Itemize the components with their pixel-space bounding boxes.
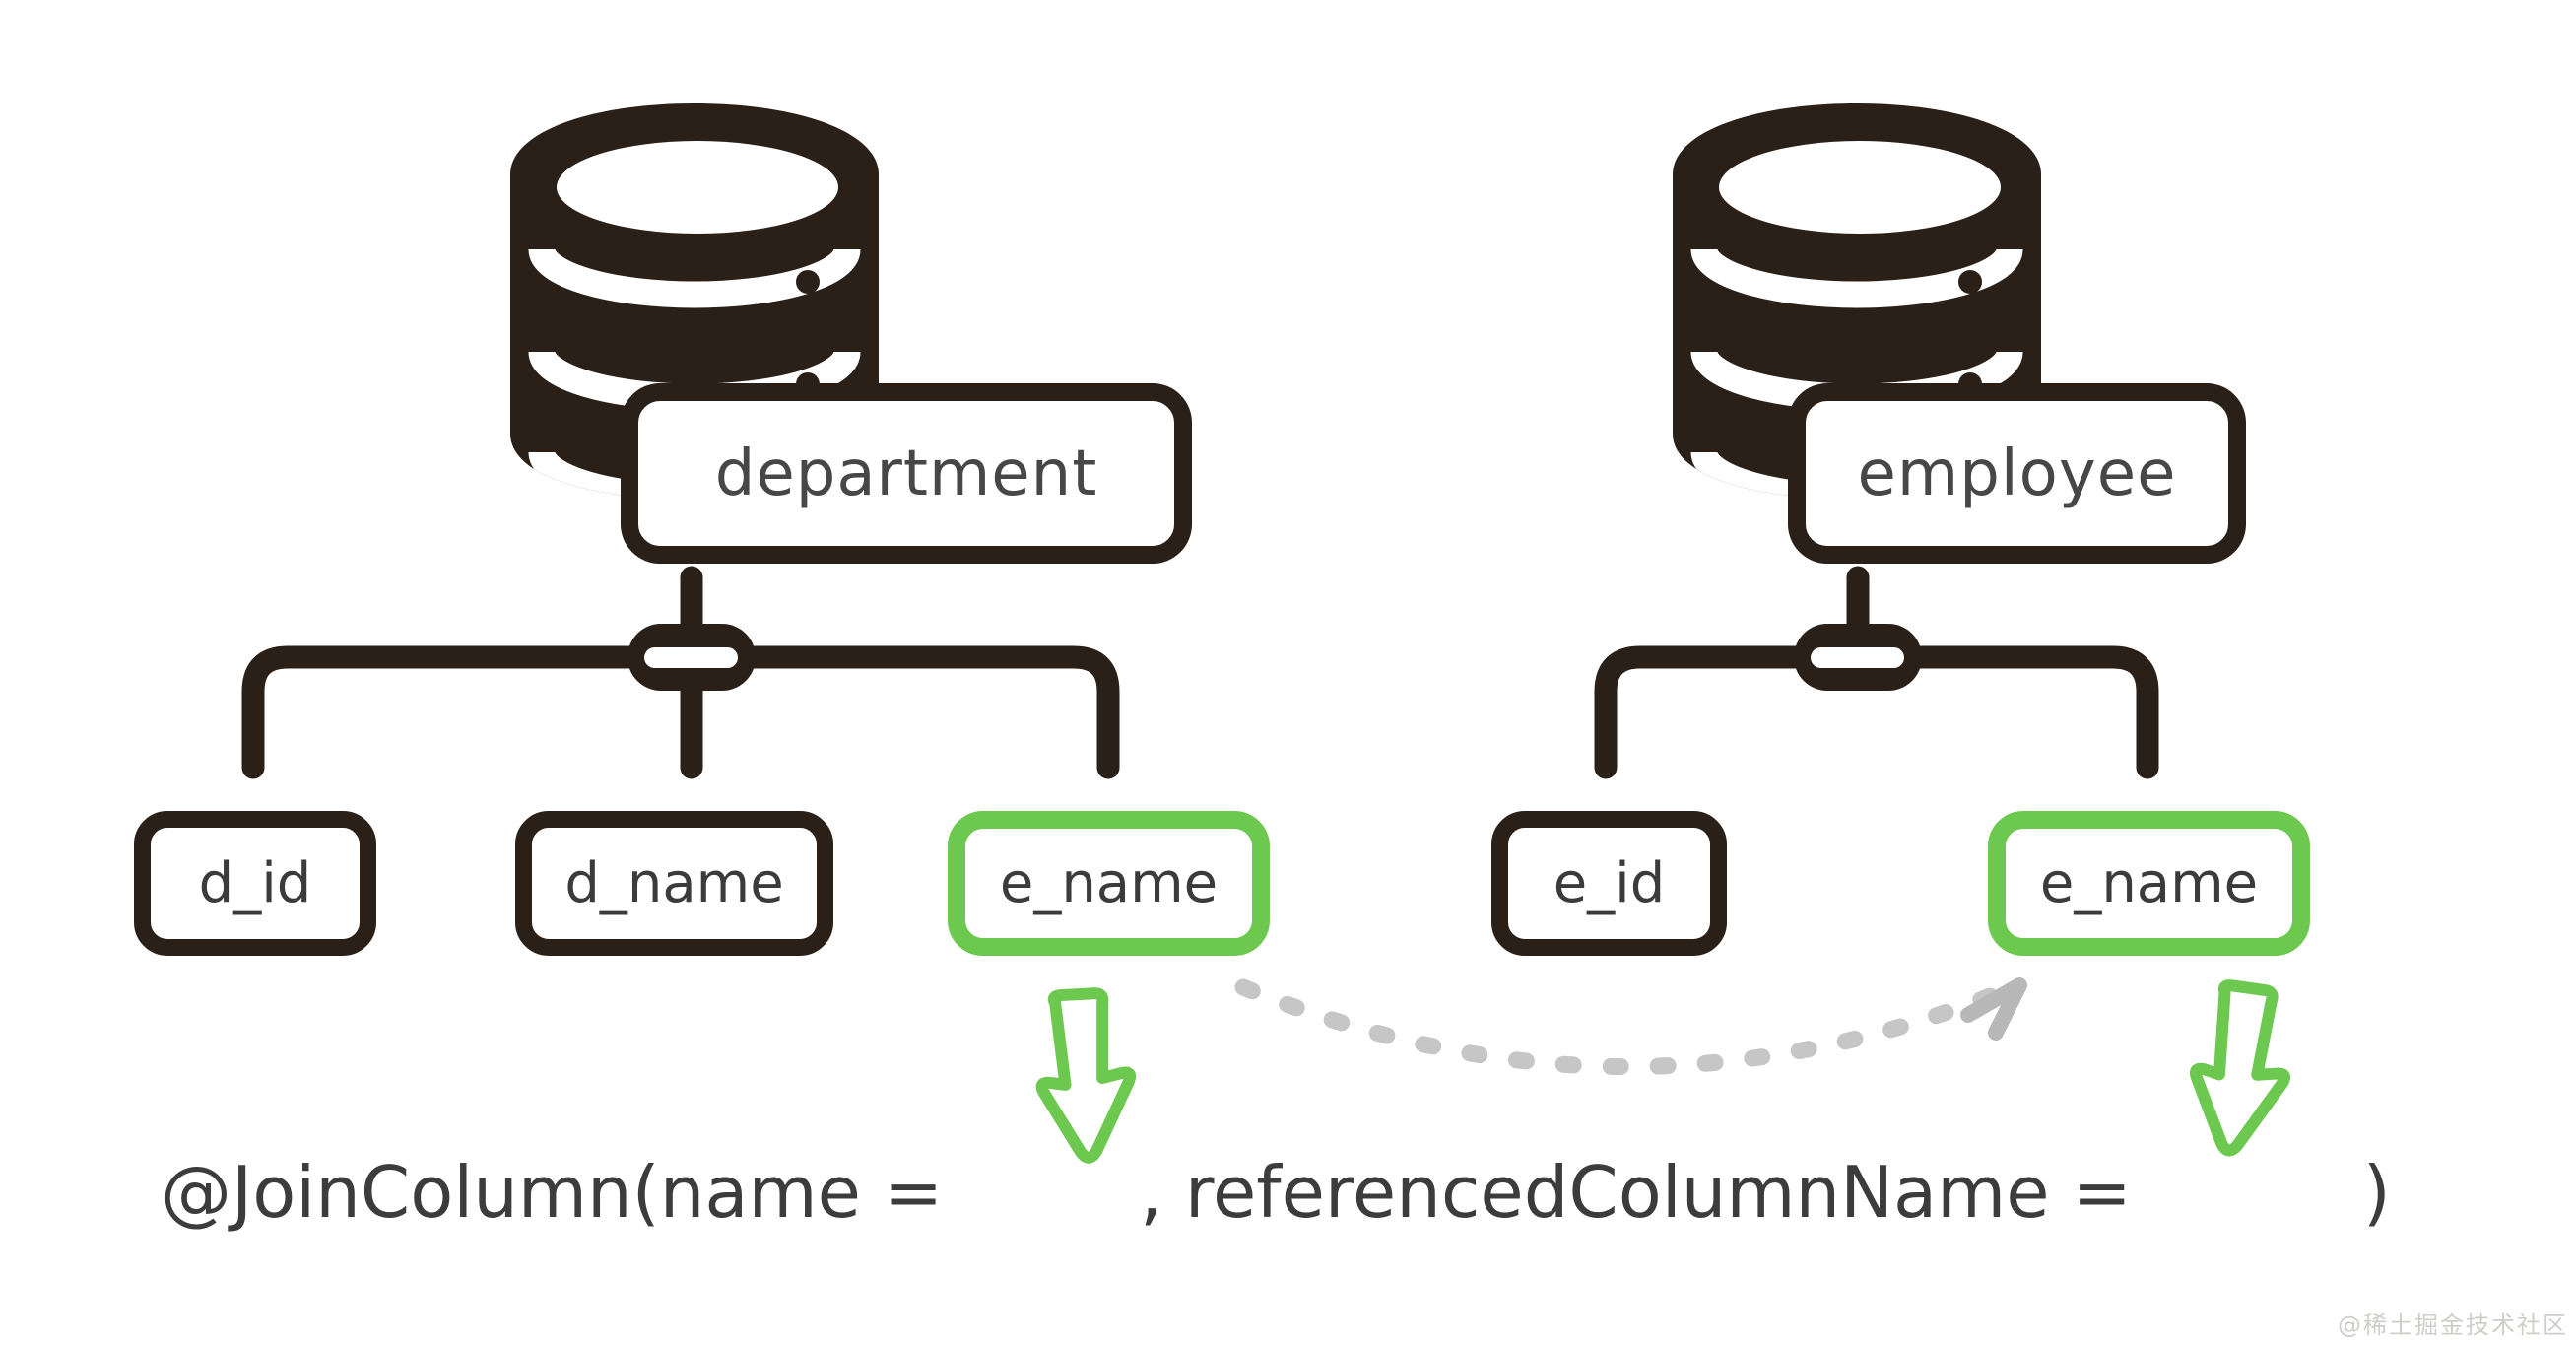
table-name: employee (1857, 437, 2177, 510)
tree-connector-department (241, 566, 1120, 779)
tree-connector-employee (1594, 566, 2159, 779)
down-arrow-icon-right (2186, 982, 2296, 1157)
table-label-employee: employee (1788, 383, 2246, 564)
column-box-e-id: e_id (1491, 811, 1727, 956)
watermark: @稀土掘金技术社区 (2338, 1312, 2568, 1339)
column-box-d-name: d_name (515, 811, 833, 956)
column-label: d_name (564, 851, 784, 915)
annotation-close-paren: ) (2362, 1151, 2391, 1234)
column-box-e-name-foreign: e_name (948, 811, 1270, 956)
column-label: d_id (198, 851, 312, 915)
column-box-e-name-referenced: e_name (1988, 811, 2310, 956)
column-label: e_id (1552, 851, 1666, 915)
column-box-d-id: d_id (134, 811, 376, 956)
curved-dashed-arrow-icon (1234, 977, 2027, 1076)
down-arrow-icon-left (1037, 992, 1135, 1160)
joincolumn-annotation: @JoinColumn(name = , referencedColumnName… (161, 1151, 2391, 1234)
annotation-part-referenced: , referencedColumnName = (1140, 1151, 2132, 1234)
column-label: e_name (2039, 851, 2259, 915)
table-label-department: department (621, 383, 1192, 564)
annotation-part-name: @JoinColumn(name = (161, 1151, 944, 1234)
table-name: department (714, 437, 1098, 510)
column-label: e_name (999, 851, 1219, 915)
